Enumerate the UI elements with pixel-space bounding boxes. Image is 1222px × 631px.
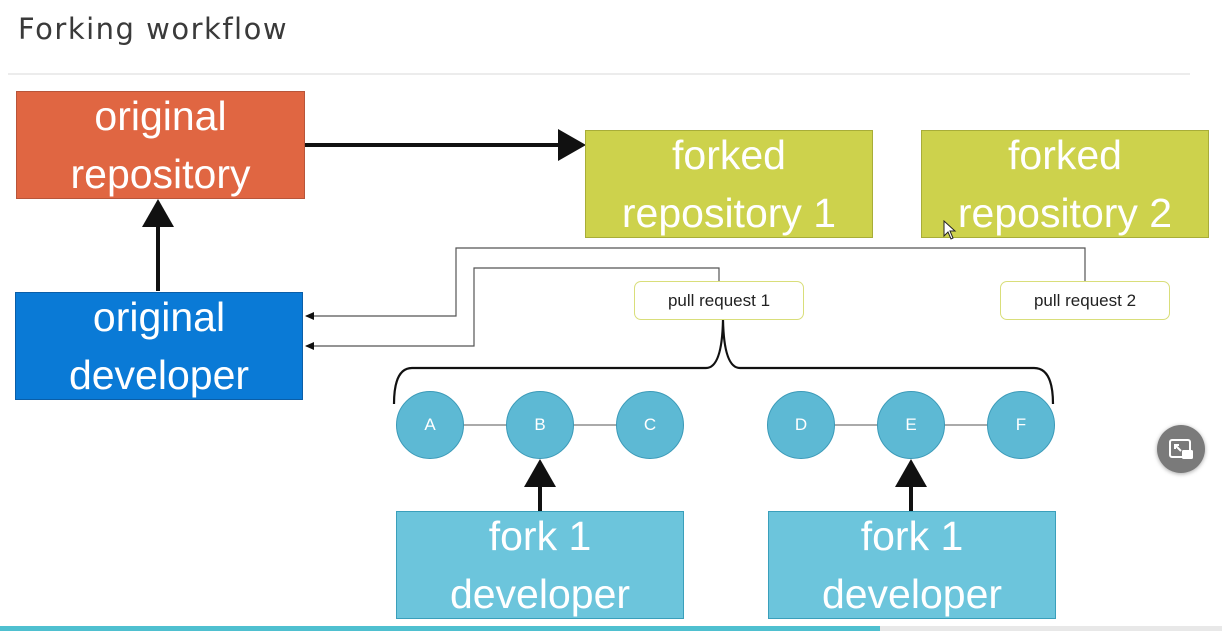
commit-c: C: [616, 391, 684, 459]
box-label-line: fork 1: [860, 513, 964, 559]
pull-request-1-route: [305, 267, 720, 350]
box-label-line: repository 2: [957, 190, 1173, 236]
commit-f: F: [987, 391, 1055, 459]
forked-repository-1-box: forked repository 1: [585, 130, 873, 238]
pull-request-2-label: pull request 2: [1000, 281, 1170, 320]
original-repository-box: original repository: [16, 91, 305, 199]
commit-brace: [392, 319, 1055, 405]
box-label-line: original: [94, 93, 227, 139]
box-label-line: repository 1: [621, 190, 837, 236]
box-label-line: fork 1: [488, 513, 592, 559]
video-progress-bar[interactable]: [0, 626, 1222, 631]
slide-title: Forking workflow: [18, 12, 289, 46]
commit-e: E: [877, 391, 945, 459]
fork-developer-right-box: fork 1 developer: [768, 511, 1056, 619]
pull-request-2-route: [305, 247, 1086, 320]
box-label-line: forked: [1008, 132, 1122, 178]
fork-developer-left-box: fork 1 developer: [396, 511, 684, 619]
box-label-line: repository: [70, 151, 251, 197]
original-developer-box: original developer: [15, 292, 303, 400]
picture-in-picture-icon: [1169, 439, 1193, 459]
mouse-cursor-icon: [943, 220, 957, 240]
commit-b: B: [506, 391, 574, 459]
box-label-line: forked: [672, 132, 786, 178]
picture-in-picture-button[interactable]: [1157, 425, 1205, 473]
commit-d: D: [767, 391, 835, 459]
title-divider: [8, 73, 1190, 75]
forked-repository-2-box: forked repository 2: [921, 130, 1209, 238]
box-label-line: developer: [68, 352, 250, 398]
box-label-line: developer: [821, 571, 1003, 617]
box-label-line: original: [92, 294, 226, 340]
box-label-line: developer: [449, 571, 631, 617]
commit-a: A: [396, 391, 464, 459]
pull-request-1-label: pull request 1: [634, 281, 804, 320]
video-progress-fill: [0, 626, 880, 631]
